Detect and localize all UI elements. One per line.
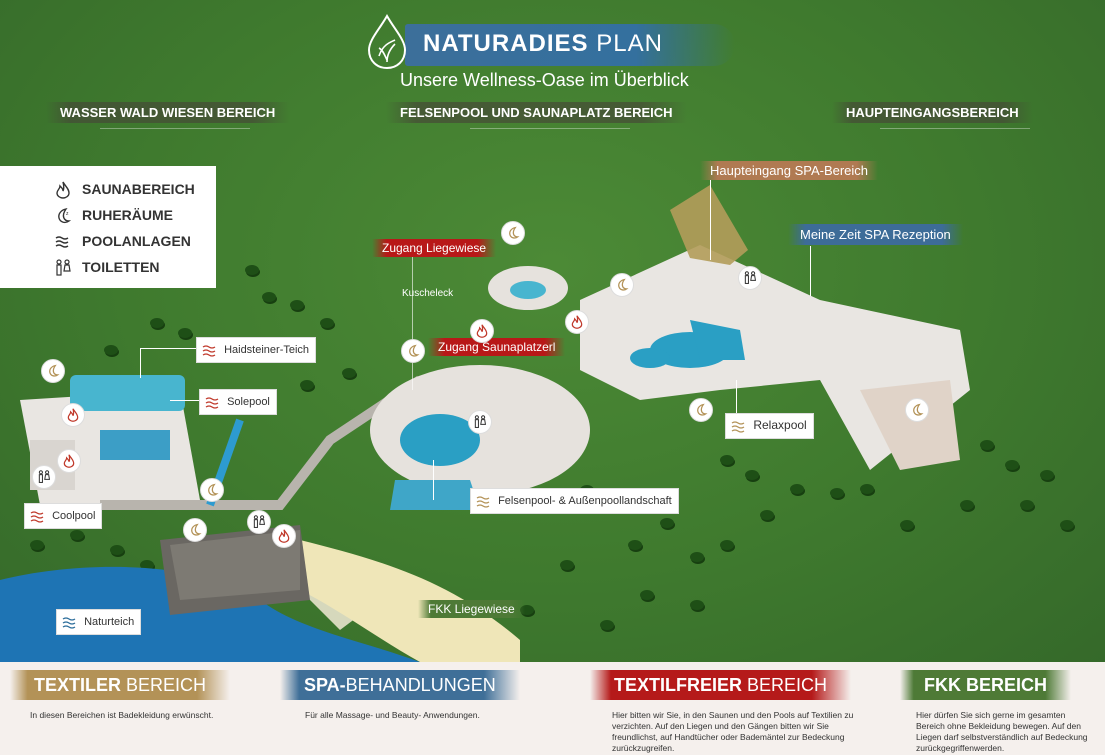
section-bracket-left	[100, 128, 250, 151]
plan-title: NATURADIES PLAN	[365, 14, 745, 70]
category-textilfrei-desc: Hier bitten wir Sie, in den Saunen und d…	[612, 710, 854, 753]
pin-flame-icon[interactable]	[470, 319, 494, 343]
category-spa-title: SPA-BEHANDLUNGEN	[280, 670, 520, 700]
connector-haidsteiner	[140, 348, 196, 349]
toilet-icon	[56, 259, 71, 276]
category-fkk-bold: FKK BEREICH	[924, 675, 1048, 695]
category-textiler-title: TEXTILER BEREICH	[10, 670, 231, 700]
title-brush-stroke	[405, 24, 735, 66]
category-spa-desc: Für alle Massage- und Beauty- Anwendunge…	[305, 710, 480, 720]
category-textiler-desc: In diesen Bereichen ist Badekleidung erw…	[30, 710, 214, 720]
category-textilfrei-title: TEXTILFREIER BEREICH	[590, 670, 852, 700]
category-spa-thin: BEHANDLUNGEN	[345, 675, 496, 695]
legend-label-pool: POOLANLAGEN	[82, 233, 191, 249]
label-haidsteiner[interactable]: Haidsteiner-Teich	[196, 337, 317, 363]
legend-label-wc: TOILETTEN	[82, 259, 160, 275]
pin-flame-icon[interactable]	[565, 310, 589, 334]
pin-moon-icon[interactable]	[610, 273, 634, 297]
pin-toilet-icon[interactable]	[247, 510, 271, 534]
pin-toilet-icon[interactable]	[738, 266, 762, 290]
tag-zugang-liegewiese[interactable]: Zugang Liegewiese	[372, 239, 497, 257]
waves-icon	[202, 345, 216, 357]
label-solepool[interactable]: Solepool	[199, 389, 277, 415]
waves-icon	[55, 236, 69, 248]
pin-moon-icon[interactable]	[501, 221, 525, 245]
tag-haupteingang[interactable]: Haupteingang SPA-Bereich	[700, 161, 879, 180]
label-felsenpool[interactable]: Felsenpool- & Außenpoollandschaft	[470, 488, 679, 514]
category-textilfrei-bold: TEXTILFREIER	[614, 675, 743, 695]
connector-felsenpool	[433, 460, 434, 500]
pin-flame-icon[interactable]	[57, 449, 81, 473]
section-bracket-center	[470, 128, 630, 151]
section-right: HAUPTEINGANGSBEREICH	[832, 102, 1033, 123]
label-naturteich[interactable]: Naturteich	[56, 609, 142, 635]
connector-solepool	[170, 400, 200, 401]
pin-moon-icon[interactable]	[689, 398, 713, 422]
svg-text:z: z	[66, 211, 69, 217]
label-relaxpool[interactable]: Relaxpool	[725, 413, 814, 439]
map-illustration	[0, 185, 970, 662]
category-textilfrei-thin: BEREICH	[747, 675, 828, 695]
legend-box: SAUNABEREICH z RUHERÄUME POOLANLAGEN TOI…	[0, 166, 216, 288]
label-felsenpool-text: Felsenpool- & Außenpoollandschaft	[498, 494, 672, 507]
flame-icon	[56, 181, 70, 199]
category-textiler-bold: TEXTILER	[34, 675, 122, 695]
connector-haidsteiner-v	[140, 348, 141, 378]
waves-icon	[476, 496, 490, 508]
category-footer: TEXTILER BEREICH In diesen Bereichen ist…	[0, 662, 1105, 755]
section-bracket-right	[880, 128, 1030, 151]
waves-icon	[30, 511, 44, 523]
connector-haupteingang	[710, 180, 711, 260]
tag-fkk-liegewiese[interactable]: FKK Liegewiese	[418, 600, 525, 618]
pin-moon-icon[interactable]	[905, 398, 929, 422]
category-fkk-title: FKK BEREICH	[900, 670, 1072, 700]
title-text: NATURADIES PLAN	[423, 30, 663, 58]
waves-icon	[205, 397, 219, 409]
label-coolpool-text: Coolpool	[52, 509, 96, 522]
wellness-map: NATURADIES PLAN Unsere Wellness-Oase im …	[0, 0, 1105, 662]
legend-label-ruhe: RUHERÄUME	[82, 207, 173, 223]
title-bold: NATURADIES	[423, 30, 589, 57]
section-center: FELSENPOOL UND SAUNAPLATZ BEREICH	[386, 102, 687, 123]
label-solepool-text: Solepool	[227, 395, 270, 408]
waves-icon	[731, 421, 745, 433]
pin-moon-icon[interactable]	[183, 518, 207, 542]
connector-relaxpool	[736, 380, 737, 415]
label-haidsteiner-text: Haidsteiner-Teich	[224, 343, 310, 356]
pin-flame-icon[interactable]	[61, 403, 85, 427]
drop-logo-icon	[367, 14, 407, 70]
subtitle: Unsere Wellness-Oase im Überblick	[400, 70, 689, 90]
category-spa-bold: SPA-	[304, 675, 346, 695]
pin-toilet-icon[interactable]	[468, 410, 492, 434]
legend-label-sauna: SAUNABEREICH	[82, 181, 195, 197]
label-relaxpool-text: Relaxpool	[753, 418, 807, 433]
pin-moon-icon[interactable]	[401, 339, 425, 363]
pin-moon-icon[interactable]	[200, 478, 224, 502]
label-kuscheleck: Kuscheleck	[402, 288, 454, 299]
title-thin: PLAN	[596, 30, 663, 57]
label-naturteich-text: Naturteich	[84, 615, 135, 628]
section-left: WASSER WALD WIESEN BEREICH	[46, 102, 290, 123]
category-fkk-desc: Hier dürfen Sie sich gerne im gesamten B…	[916, 710, 1088, 753]
waves-icon	[62, 617, 76, 629]
pin-toilet-icon[interactable]	[32, 465, 56, 489]
pin-flame-icon[interactable]	[272, 524, 296, 548]
pin-moon-icon[interactable]	[41, 359, 65, 383]
category-textiler-thin: BEREICH	[126, 675, 207, 695]
connector-liegewiese	[412, 250, 413, 390]
moon-icon: z	[58, 207, 72, 224]
tag-rezeption[interactable]: Meine Zeit SPA Rezeption	[788, 224, 963, 245]
connector-rezeption	[810, 246, 811, 296]
label-coolpool[interactable]: Coolpool	[24, 503, 103, 529]
tag-zugang-saunaplatzerl[interactable]: Zugang Saunaplatzerl	[428, 338, 566, 356]
